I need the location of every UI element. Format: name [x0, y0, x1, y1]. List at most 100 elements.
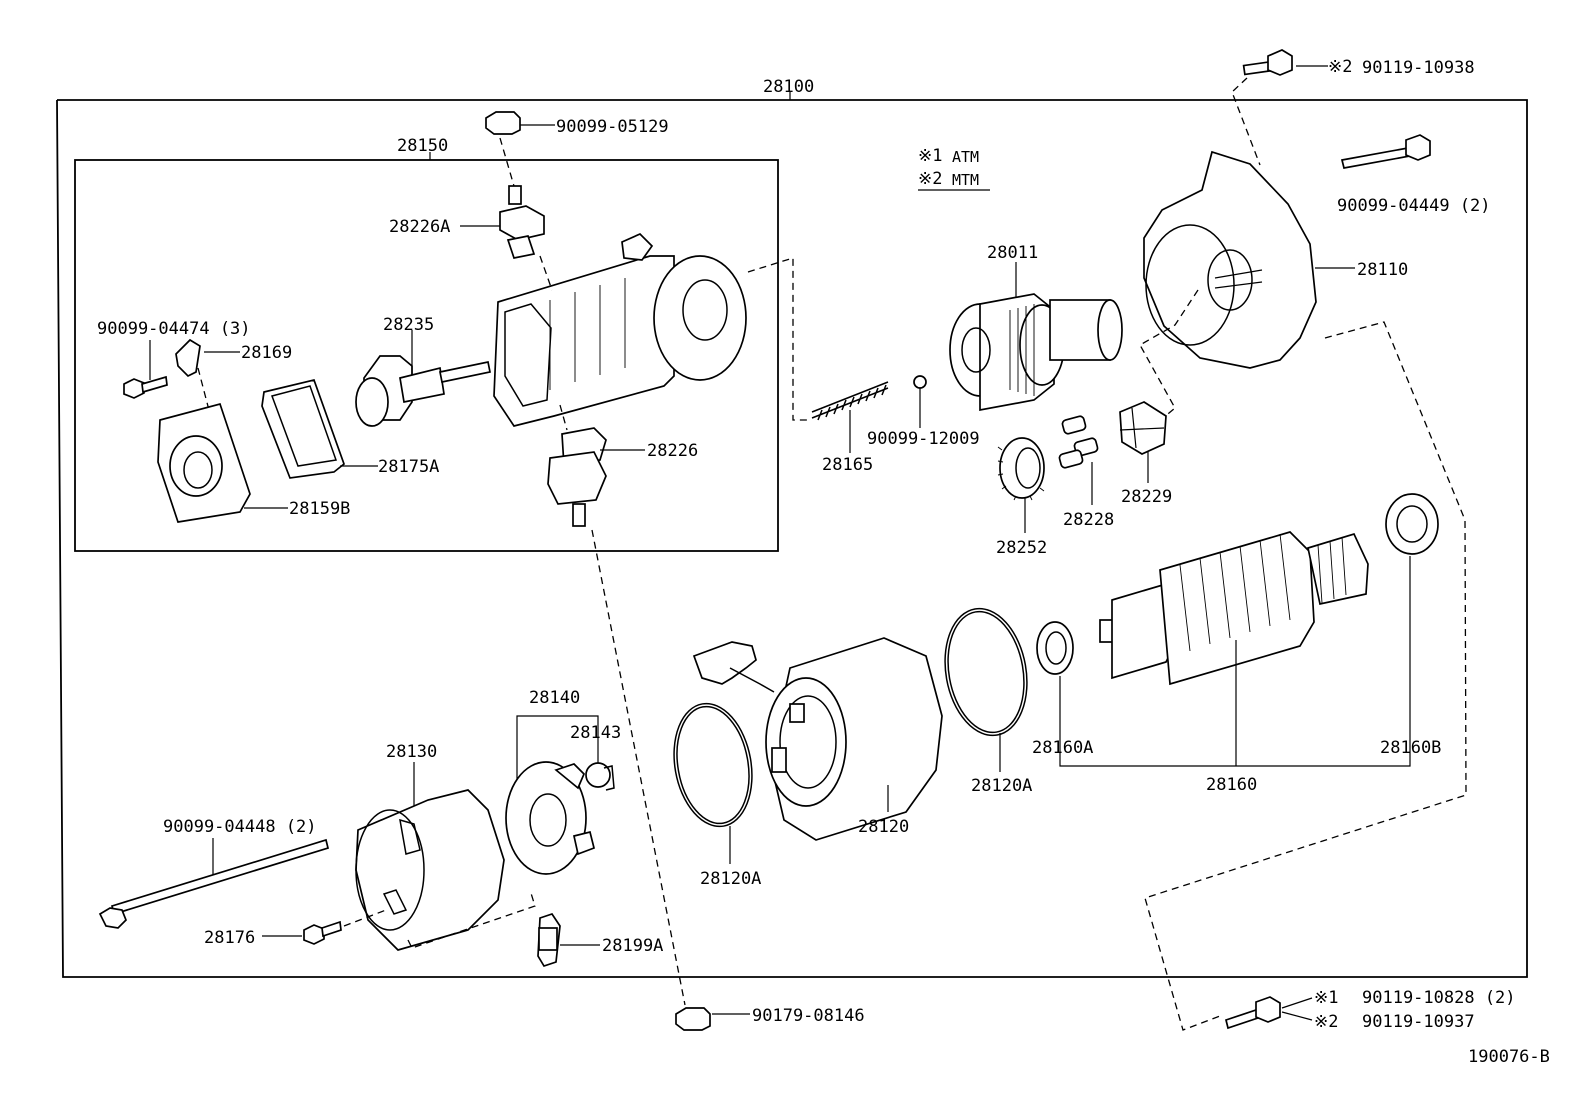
o-ring-28120A-left: 28120A	[673, 702, 761, 889]
terminal-icon	[547, 427, 607, 527]
label-mark: ※2	[1328, 57, 1352, 77]
label: 28175A	[378, 457, 439, 477]
bearing-icon	[1036, 621, 1074, 675]
label-28143: 28143	[570, 723, 621, 743]
label: 90099-05129	[556, 117, 669, 137]
label: 90179-08146	[752, 1006, 865, 1026]
label: 28252	[996, 538, 1047, 558]
main-assembly-frame: 28100	[56, 77, 1528, 978]
nut-icon	[485, 111, 521, 135]
label: 90099-04474 (3)	[97, 319, 251, 339]
label: 28229	[1121, 487, 1172, 507]
label: 28176	[204, 928, 255, 948]
screw-icon	[303, 920, 342, 945]
gasket-28175A: 28175A	[261, 378, 439, 479]
plunger-28235: 28235	[355, 315, 491, 427]
bolt-90119-10828: ※1 90119-10828 (2)	[1224, 988, 1516, 1030]
label: 28165	[822, 455, 873, 475]
nut-icon	[675, 1007, 711, 1031]
ball-icon	[913, 375, 927, 389]
housing-28110: 28110	[1143, 150, 1408, 369]
label: 28120A	[700, 869, 761, 889]
cover-icon	[157, 402, 251, 523]
subassembly-label: 28150	[397, 136, 448, 156]
label: 28160B	[1380, 738, 1441, 758]
label: 28169	[241, 343, 292, 363]
rollers-28228: 28228	[1058, 415, 1114, 530]
bolt-90099-04449: 90099-04449 (2)	[1337, 134, 1491, 216]
label: 28159B	[289, 499, 350, 519]
ball-90099-12009: 90099-12009	[867, 375, 980, 449]
clip-28169: 28169	[175, 338, 292, 378]
terminal-28226: 28226	[547, 427, 698, 527]
clutch-28011: 28011	[949, 243, 1123, 412]
legend-text-1: ATM	[952, 148, 979, 166]
long-bolt-icon	[98, 838, 330, 929]
bolt-90119-10937: ※2 90119-10937	[1314, 1012, 1475, 1032]
clip-icon	[175, 338, 201, 378]
lead-icon	[537, 912, 561, 968]
drive-housing-icon	[1143, 150, 1317, 369]
label: 28120A	[971, 776, 1032, 796]
gear-28252: 28252	[996, 437, 1047, 558]
roller-icon	[1058, 415, 1099, 469]
screw-28176: 28176	[204, 920, 342, 948]
nut-90179-08146: 90179-08146	[675, 1006, 865, 1031]
field-frame-28120: 28120	[692, 637, 943, 841]
retainer-28229: 28229	[1119, 401, 1172, 507]
label: 28011	[987, 243, 1038, 263]
label: 28120	[858, 817, 909, 837]
long-bolt-icon	[1340, 134, 1431, 169]
label: 90119-10938	[1362, 58, 1475, 78]
label: 28160	[1206, 775, 1257, 795]
clutch-icon	[949, 293, 1123, 412]
label: 90099-04449 (2)	[1337, 196, 1491, 216]
subassembly-frame: 28150	[74, 136, 779, 552]
brush-spring-icon	[585, 762, 615, 791]
bolt-icon	[1224, 996, 1281, 1030]
label: 28130	[386, 742, 437, 762]
cover-28159B: 28159B	[157, 402, 350, 523]
gasket-icon	[261, 378, 346, 479]
legend-text-2: MTM	[952, 171, 979, 189]
gear-icon	[997, 437, 1045, 501]
plunger-icon	[355, 355, 491, 427]
legend-mark-2: ※2	[918, 169, 942, 189]
end-frame-28130: 28130	[355, 742, 505, 951]
label: 28226A	[389, 217, 450, 237]
lead-28199A: 28199A	[537, 912, 663, 968]
armature-28160: 28160	[1099, 531, 1369, 795]
bolt-90119-10938: ※2 90119-10938	[1242, 49, 1475, 78]
label: 90119-10828 (2)	[1362, 988, 1516, 1008]
screw-90099-04474: 90099-04474 (3)	[97, 319, 251, 399]
label-mark: ※2	[1314, 1012, 1338, 1032]
bolt-icon	[1242, 49, 1293, 76]
label: 28160A	[1032, 738, 1093, 758]
label: 28199A	[602, 936, 663, 956]
diagram-code: 190076-B	[1468, 1047, 1550, 1067]
armature-icon	[1099, 531, 1369, 686]
label: 90119-10937	[1362, 1012, 1475, 1032]
bearing-28160A: 28160A	[1032, 621, 1093, 758]
o-ring-icon	[944, 607, 1028, 737]
label-mark: ※1	[1314, 988, 1338, 1008]
nut-90099-05129: 90099-05129	[485, 111, 669, 137]
bearing-icon	[1385, 493, 1439, 555]
label: 90099-04448 (2)	[163, 817, 317, 837]
legend-mark-1: ※1	[918, 146, 942, 166]
bolt-90099-04448: 90099-04448 (2)	[98, 817, 330, 929]
main-assembly-label: 28100	[763, 77, 814, 97]
spring-28165: 28165	[811, 381, 889, 475]
yoke-icon	[692, 637, 943, 841]
end-frame-icon	[355, 789, 505, 951]
label: 28235	[383, 315, 434, 335]
brush-holder-icon	[505, 761, 596, 875]
label: 28110	[1357, 260, 1408, 280]
retainer-icon	[1119, 401, 1167, 455]
bearing-28160B: 28160B	[1380, 493, 1441, 758]
label-28140: 28140	[529, 688, 580, 708]
spring-icon	[811, 381, 889, 421]
o-ring-icon	[673, 702, 753, 828]
terminal-28226A: 28226A	[389, 185, 545, 259]
